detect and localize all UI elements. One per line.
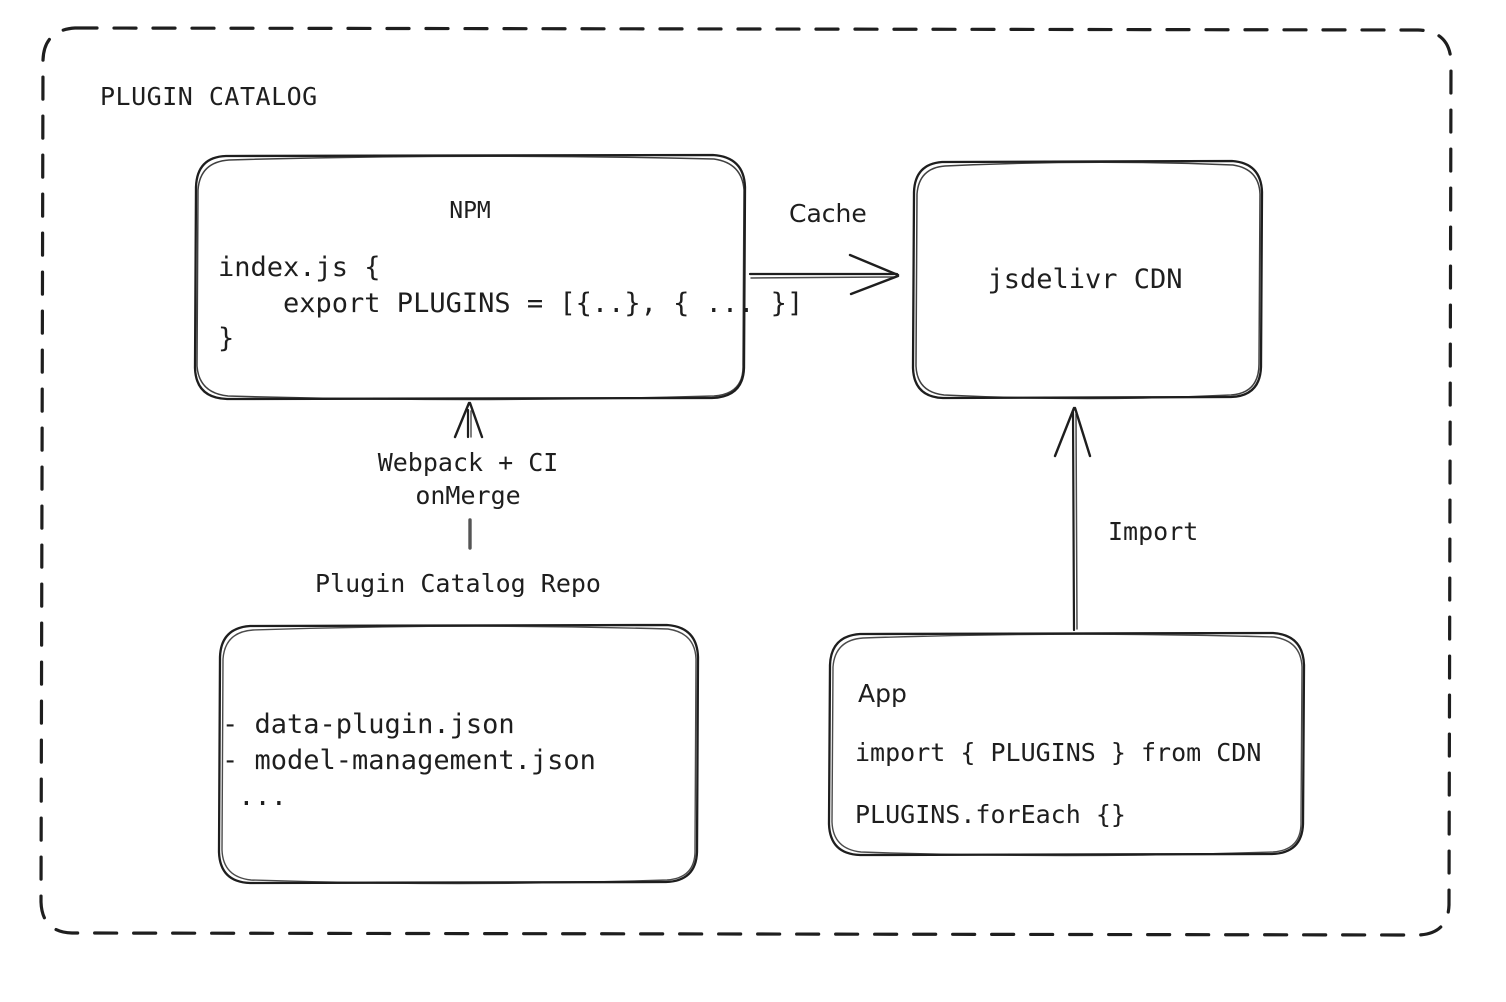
repo-node-items: - data-plugin.json - model-management.js… — [222, 709, 596, 813]
app-node-title: App — [858, 679, 907, 708]
app-node-import-line: import { PLUGINS } from CDN — [855, 738, 1262, 767]
import-edge-label: Import — [1108, 517, 1199, 546]
import-arrow — [1053, 406, 1092, 632]
app-node-foreach-line: PLUGINS.forEach {} — [855, 800, 1126, 829]
build-edge-label: Webpack + CI onMerge — [377, 448, 559, 510]
repo-node-label: Plugin Catalog Repo — [315, 569, 601, 598]
page-title: PLUGIN CATALOG — [100, 82, 318, 111]
npm-node-title: NPM — [449, 198, 491, 224]
npm-node-code: index.js { export PLUGINS = [{..}, { ...… — [218, 252, 804, 355]
cache-edge-label: Cache — [789, 199, 867, 228]
cdn-node-title: jsdelivr CDN — [987, 264, 1183, 295]
